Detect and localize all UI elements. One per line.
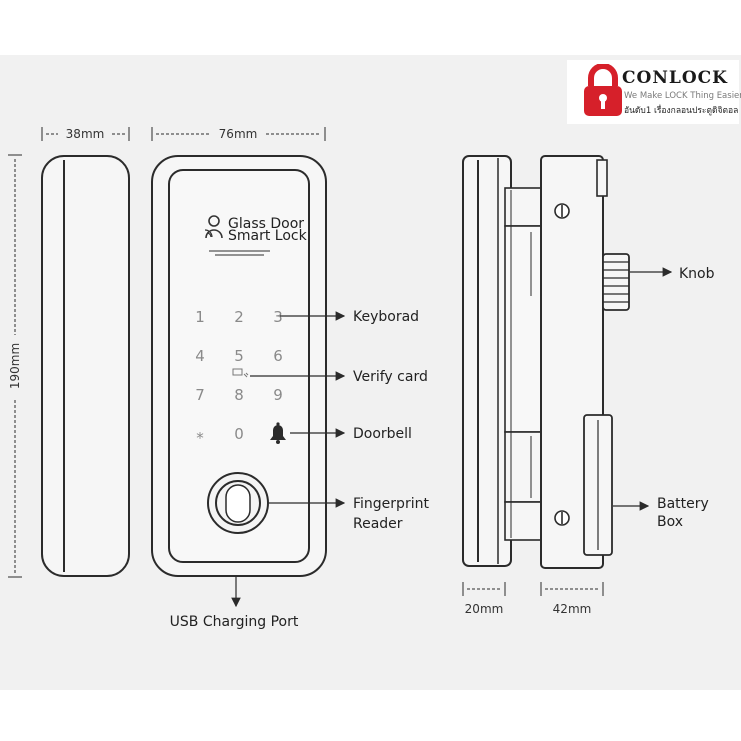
keypad-key: 7 bbox=[195, 386, 205, 404]
brand-logo bbox=[567, 60, 739, 124]
usb-label: USB Charging Port bbox=[170, 614, 299, 630]
padlock-icon bbox=[584, 64, 622, 116]
battery-label-line1: Battery bbox=[657, 496, 709, 512]
callout-knob: Knob bbox=[630, 266, 715, 282]
fingerprint-label-line1: Fingerprint bbox=[353, 496, 429, 512]
keypad-key: 3 bbox=[273, 308, 283, 326]
battery-label-line2: Box bbox=[657, 514, 683, 530]
height-label: 190mm bbox=[8, 343, 22, 389]
side-width-label: 38mm bbox=[66, 127, 105, 141]
fingerprint-reader bbox=[207, 472, 269, 534]
fingerprint-label-line2: Reader bbox=[353, 516, 403, 532]
keypad-key: 9 bbox=[273, 386, 283, 404]
keypad-key: 8 bbox=[234, 386, 244, 404]
card-icon bbox=[232, 368, 249, 378]
battery-box bbox=[583, 414, 613, 556]
front-width-label: 76mm bbox=[219, 127, 258, 141]
front-view: Glass Door Smart Lock 1 2 3 4 5 6 7 8 9 * 0 bbox=[151, 155, 327, 577]
knob-label: Knob bbox=[679, 266, 715, 282]
screen-text-line2: Smart Lock bbox=[228, 228, 308, 244]
verify-card-label: Verify card bbox=[353, 369, 428, 385]
keypad-key: 6 bbox=[273, 347, 283, 365]
keypad: 1 2 3 4 5 6 7 8 9 * 0 bbox=[195, 308, 283, 447]
keypad-key: 5 bbox=[234, 347, 244, 365]
brand-name: CONLOCK bbox=[622, 68, 728, 88]
front-width-dimension: 76mm bbox=[151, 127, 326, 141]
callout-keyboard: Keyborad bbox=[280, 309, 419, 325]
screw-bottom-icon bbox=[554, 510, 570, 526]
keypad-key: 2 bbox=[234, 308, 244, 326]
keypad-key: 0 bbox=[234, 425, 244, 443]
screw-top-icon bbox=[554, 203, 570, 219]
user-wifi-icon bbox=[204, 215, 223, 239]
screen-text-line1: Glass Door bbox=[228, 216, 304, 232]
callout-doorbell: Doorbell bbox=[290, 426, 412, 442]
keyboard-label: Keyborad bbox=[353, 309, 419, 325]
keypad-key: 1 bbox=[195, 308, 205, 326]
side-width-dimension: 38mm bbox=[41, 127, 130, 141]
callout-fingerprint: Fingerprint Reader bbox=[269, 496, 429, 532]
callout-usb: USB Charging Port bbox=[170, 576, 299, 630]
bracket-width-label: 20mm bbox=[465, 602, 504, 616]
mounted-side-view bbox=[462, 155, 630, 569]
callout-battery: Battery Box bbox=[613, 496, 709, 530]
knob bbox=[602, 253, 630, 311]
keypad-key: 4 bbox=[195, 347, 205, 365]
keypad-key: * bbox=[196, 429, 204, 447]
body-depth-label: 42mm bbox=[553, 602, 592, 616]
brand-tagline: We Make LOCK Thing Easier bbox=[624, 91, 741, 101]
doorbell-label: Doorbell bbox=[353, 426, 412, 442]
brand-thai-line: อันดับ1 เรื่องกลอนประตูดิจิตอล bbox=[624, 106, 739, 116]
side-view bbox=[41, 155, 130, 577]
bell-icon bbox=[270, 422, 286, 444]
height-dimension: 190mm bbox=[8, 154, 22, 578]
body-depth-dimension: 42mm bbox=[540, 582, 604, 616]
bracket-width-dimension: 20mm bbox=[462, 582, 506, 616]
callout-verify-card: Verify card bbox=[250, 369, 428, 385]
